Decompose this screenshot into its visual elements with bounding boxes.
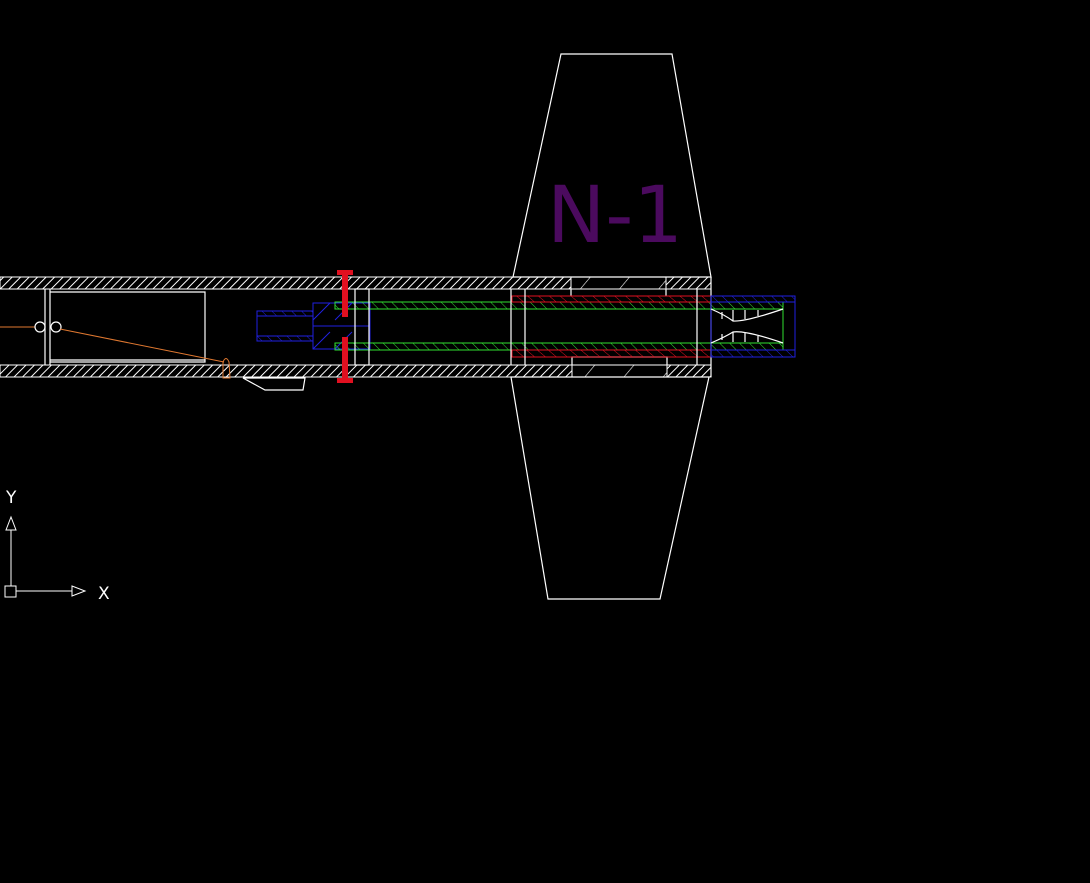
lower-fin xyxy=(510,376,710,600)
fin-label: N-1 xyxy=(547,171,683,261)
fin-root-lines xyxy=(510,277,712,377)
motor-nozzle xyxy=(710,295,796,358)
ucs-icon: Y X xyxy=(4,488,110,604)
bulkhead xyxy=(337,270,353,383)
ucs-y-label: Y xyxy=(5,488,17,508)
launch-lug xyxy=(242,377,306,391)
motor-tube xyxy=(334,301,784,351)
body-tube xyxy=(0,276,712,378)
thrust-ring xyxy=(354,288,370,366)
shock-cord xyxy=(0,321,231,379)
engine-block-coupler xyxy=(256,302,371,350)
ucs-x-label: X xyxy=(98,584,110,604)
